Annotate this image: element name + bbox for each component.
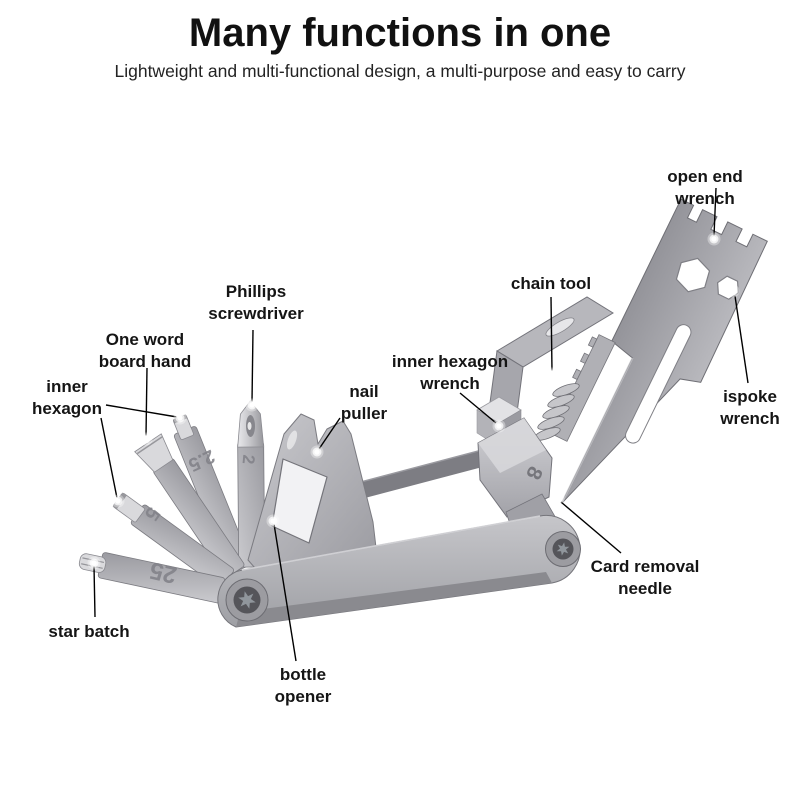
body-plate bbox=[217, 514, 581, 628]
page-title: Many functions in one bbox=[188, 11, 612, 55]
flat-screwdriver-bit-arm bbox=[134, 433, 245, 579]
leader-nail-puller bbox=[318, 417, 341, 450]
leader-bottle-opener bbox=[273, 523, 297, 662]
leader-star-batch bbox=[93, 565, 96, 618]
leader-inner-hexagon-a bbox=[105, 404, 178, 418]
spoke-wrench-hole-large bbox=[675, 257, 711, 293]
dot bbox=[492, 419, 506, 433]
leader-phillips bbox=[251, 329, 254, 403]
label-ispoke-wrench: ispoke wrench bbox=[720, 387, 780, 428]
label-star-batch: star batch bbox=[48, 622, 130, 641]
label-one-word-board-hand: One word board hand bbox=[98, 330, 192, 371]
label-bottle-opener: bottle opener bbox=[274, 665, 332, 706]
bottle-opener-arm bbox=[247, 413, 378, 577]
label-chain-tool: chain tool bbox=[510, 274, 592, 293]
label-phillips-screwdriver: Phillips screwdriver bbox=[208, 282, 304, 323]
pivot-screw-right bbox=[545, 531, 581, 567]
marking-25: 25 bbox=[147, 556, 179, 588]
dot bbox=[551, 491, 565, 505]
target-dots bbox=[87, 232, 740, 570]
dot bbox=[173, 411, 187, 425]
label-open-end-wrench: open end wrench bbox=[667, 167, 743, 208]
leader-lines bbox=[93, 187, 749, 662]
dot bbox=[139, 432, 153, 446]
dot bbox=[545, 367, 559, 381]
page-subtitle: Lightweight and multi-functional design,… bbox=[114, 61, 686, 81]
pivot-screw-left bbox=[225, 578, 269, 622]
dot bbox=[707, 232, 721, 246]
dot bbox=[111, 494, 125, 508]
dot bbox=[87, 556, 101, 570]
handle-slot bbox=[625, 324, 692, 444]
hex-wrench-block: 8 bbox=[477, 417, 553, 518]
leader-card-removal bbox=[560, 501, 622, 554]
label-nail-puller: nail puller bbox=[340, 382, 388, 423]
dot bbox=[726, 284, 740, 298]
label-inner-hexagon-wrench: inner hexagon wrench bbox=[391, 352, 509, 393]
multi-tool-illustration: 8 bbox=[78, 198, 768, 628]
dot bbox=[266, 514, 280, 528]
bottle-opener-cutout bbox=[271, 458, 328, 544]
leader-ispoke-wrench bbox=[734, 295, 749, 384]
leader-one-word bbox=[145, 367, 148, 437]
marking-2: 2 bbox=[239, 454, 259, 465]
header: Many functions in one Lightweight and mu… bbox=[0, 10, 800, 82]
leader-chain-tool bbox=[550, 296, 553, 372]
handle-arm-and-head-plate bbox=[561, 198, 768, 504]
leader-inner-hex-wrench bbox=[459, 392, 497, 424]
dot bbox=[245, 398, 259, 412]
leader-open-end-wrench bbox=[713, 187, 717, 237]
label-inner-hexagon: inner hexagon bbox=[32, 377, 102, 418]
chain-tool-spring bbox=[533, 383, 580, 441]
dot bbox=[310, 445, 324, 459]
label-card-removal-needle: Card removal needle bbox=[590, 557, 700, 598]
leader-inner-hexagon-b bbox=[100, 417, 118, 499]
